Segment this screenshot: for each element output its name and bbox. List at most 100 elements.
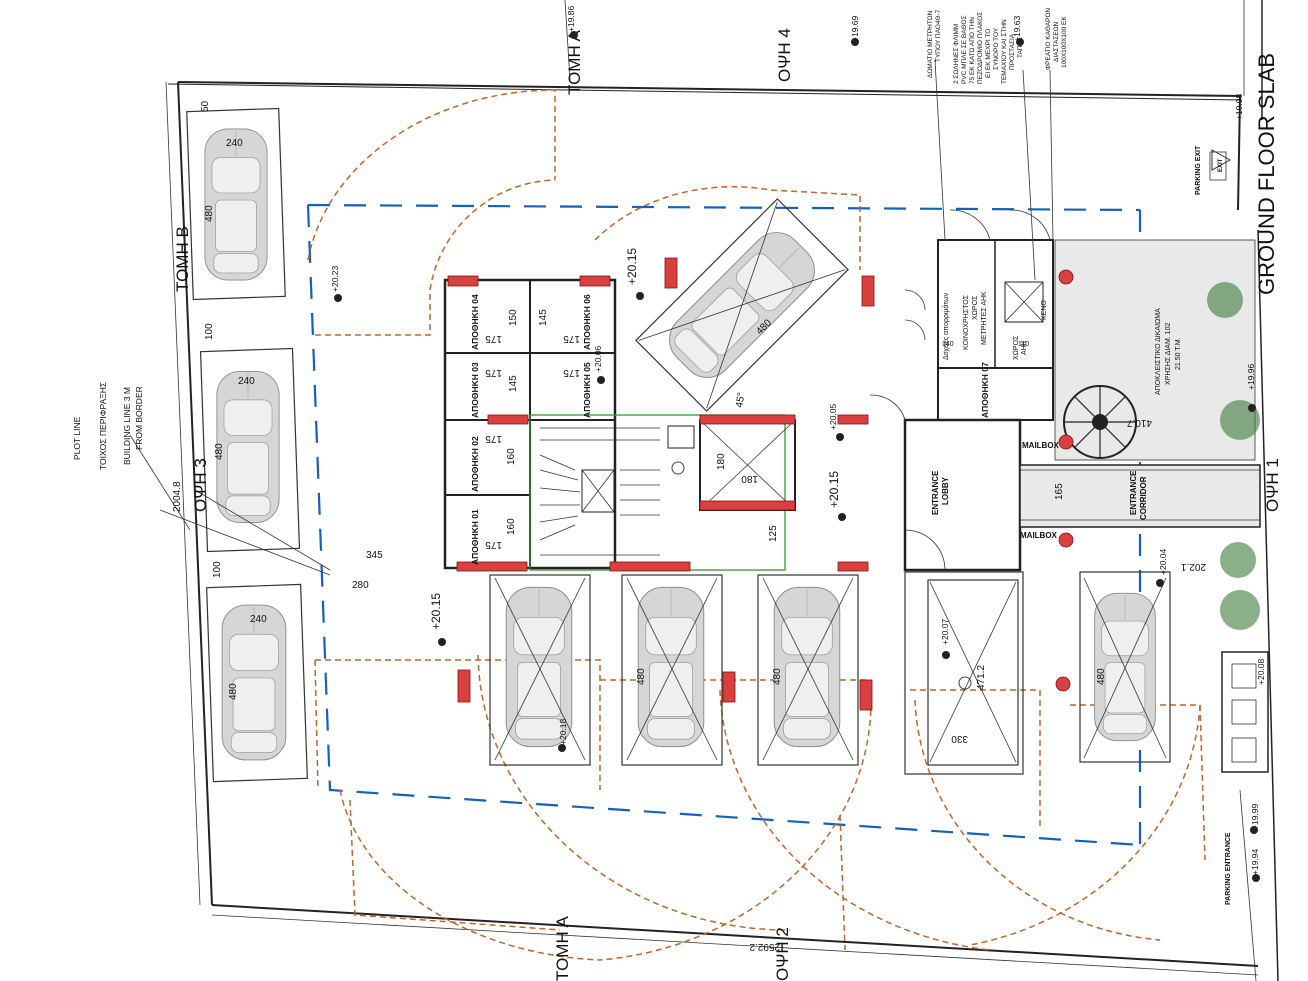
dim-2021: 202.1	[1181, 561, 1206, 572]
room-storage-03: ΑΠΟΘΗΚΗ 03	[470, 362, 480, 418]
room-storage-04: ΑΠΟΘΗΚΗ 04	[470, 294, 480, 350]
note-meter-room-1: ΔΩΜΑΤΙΟ ΜΕΤΡΗΤΩΝ	[927, 10, 934, 78]
dim-160a: 160	[506, 448, 517, 465]
note-pipes-8: ΠΡΟΣΤΑΣΙΑ	[1009, 33, 1016, 70]
elev-1986: +19.86	[566, 5, 576, 32]
elev-2015b: +20.15	[827, 471, 841, 508]
left-parking-bays	[186, 107, 308, 783]
dim-145a: 145	[538, 309, 549, 326]
section-label-opsh-1: ΟΨΗ 1	[1263, 458, 1282, 512]
room-entrance-lobby-2: LOBBY	[941, 476, 950, 505]
dim-100a: 100	[204, 323, 215, 340]
note-pipes-5: ΕΙ ΕΚ ΜΕΧΡΙ ΤΟ	[985, 29, 992, 78]
elev-2015a: +20.15	[625, 248, 639, 285]
room-storage-01: ΑΠΟΘΗΚΗ 01	[470, 509, 480, 565]
bottom-parking-bays	[489, 571, 1171, 775]
plot-boundary	[165, 0, 1279, 981]
room-common-2: ΧΩΡΟΣ	[972, 295, 979, 320]
section-label-ground-slab: GROUND FLOOR SLAB	[1254, 53, 1279, 295]
room-entrance-corridor-1: ENTRANCE	[1129, 470, 1138, 515]
legend-fence: ΤΟΙΧΟΣ ΠΕΡΙΦΡΑΞΗΣ	[98, 382, 108, 470]
dim-480e: 480	[636, 668, 647, 685]
dim-480a: 480	[204, 205, 215, 222]
elev-1996: +19.96	[1246, 363, 1256, 390]
mailbox-1: MAILBOX	[1022, 441, 1060, 450]
dim-280: 280	[352, 580, 369, 591]
elev-1998: +19.98	[1234, 93, 1244, 120]
room-keno: ΚΕΝΟ	[1041, 300, 1048, 320]
elev-2007: +20.07	[940, 618, 950, 645]
dim-480c: 480	[228, 683, 239, 700]
room-common-1: ΚΟΙΝΟΧΡΗΣΤΟΣ	[963, 294, 970, 350]
elev-1963: +19.63	[1012, 15, 1022, 42]
elev-2023: +20.23	[330, 265, 340, 292]
dim-150: 150	[508, 309, 519, 326]
elev-1994: +19.94	[1250, 848, 1260, 875]
dim-175c: 175	[485, 367, 502, 378]
dim-480b: 480	[214, 443, 225, 460]
angled-parking-bay	[635, 198, 849, 412]
dim-180b: 180	[741, 473, 758, 484]
note-manhole-3: 100Χ100Χ100 ΕΚ	[1061, 16, 1068, 68]
note-pipes-7: ΤΕΜΑΧΙΟΥ ΚΑΙ ΣΤΗΝ	[1001, 19, 1008, 84]
room-entrance-corridor-2: CORRIDOR	[1139, 476, 1148, 520]
note-pipes-2: PVC ΜΠΛΕ ΣΕ ΒΑΘΟΣ	[961, 15, 968, 84]
note-pipes-9: ΤΑΠΑΣ	[1017, 37, 1024, 58]
dim-175b: 175	[563, 333, 580, 344]
section-label-tomh-a-bottom: ΤΟΜΗ Α	[553, 915, 572, 981]
dim-480h: 480	[1096, 668, 1107, 685]
exit-sign: EXIT	[1218, 158, 1224, 172]
parking-exit-label: PARKING EXIT	[1195, 145, 1202, 195]
elevation-markers	[334, 31, 1260, 882]
dim-45: 45°	[734, 392, 747, 409]
room-bins: Δοχείες απορριμάτων	[942, 292, 950, 360]
entrance-block	[869, 209, 1261, 572]
section-label-opsh-2: ΟΨΗ 2	[773, 927, 792, 981]
room-aik-space-1: ΧΩΡΟΣ	[1013, 335, 1020, 360]
dim-175a: 175	[485, 333, 502, 344]
dim-2004: 2004.8	[172, 481, 183, 512]
dim-145b: 145	[508, 375, 519, 392]
dim-345: 345	[366, 550, 383, 561]
dim-100b: 100	[212, 561, 223, 578]
structural-columns	[447, 257, 1074, 711]
room-storage-06: ΑΠΟΘΗΚΗ 06	[582, 294, 592, 350]
note-manhole-1: ΦΡΕΑΤΙΟ ΚΑΘΑΡΩΝ	[1045, 8, 1052, 70]
dim-110: 110	[1018, 341, 1029, 348]
dim-25922: 2592.2	[749, 941, 780, 952]
dim-125: 125	[768, 525, 779, 542]
note-leaders	[129, 0, 1232, 576]
dim-240b: 240	[238, 376, 255, 387]
elev-2015c: +20.15	[429, 593, 443, 630]
section-label-tomh-b: ΤΟΜΗ Β	[173, 226, 192, 292]
legend-plot-line: PLOT LINE	[72, 416, 82, 460]
note-meter-room-2: ΤΥΠΟΥ ΠΑΟ4Θ-7	[935, 9, 942, 62]
dim-240c: 240	[250, 614, 267, 625]
dim-175e: 175	[485, 433, 502, 444]
parking-entrance-label: PARKING ENTRANCE	[1225, 832, 1232, 905]
elev-2004: +20.04	[1158, 548, 1168, 575]
note-manhole-2: ΔΙΑΣΤΑΣΕΩΝ	[1053, 21, 1060, 62]
dim-160b: 160	[506, 518, 517, 535]
dim-180a: 180	[716, 453, 727, 470]
elev-1999: +19.99	[1250, 803, 1260, 830]
elev-2006: +20.06	[593, 345, 603, 372]
dim-4107: 410.7	[1127, 417, 1152, 428]
dim-4712: 471.2	[976, 665, 987, 690]
note-pipes-6: ΣΥΝΟΡΟ ΤΟΥ	[993, 27, 1000, 70]
room-exclusive-1: ΑΠΟΚΛΕΙΣΤΙΚΟ ΔΙΚΑΙΩΜΑ	[1155, 308, 1162, 395]
room-storage-07: ΑΠΟΘΗΚΗ 07	[980, 362, 990, 418]
dim-50: 50	[200, 100, 211, 112]
mailbox-2: MAILBOX	[1020, 531, 1058, 540]
room-storage-02: ΑΠΟΘΗΚΗ 02	[470, 436, 480, 492]
dim-175d: 175	[563, 367, 580, 378]
section-label-opsh-4: ΟΨΗ 4	[775, 28, 794, 82]
room-common-3: ΜΕΤΡΗΤΕΣ ΑΗΚ	[981, 291, 988, 345]
dim-330: 330	[951, 733, 968, 744]
elev-2005: +20.05	[828, 403, 838, 430]
section-label-opsh-3: ΟΨΗ 3	[191, 458, 210, 512]
note-pipes-1: 2 ΣΩΛΗΝΕΣ ΦΛΙΜΜ	[953, 24, 960, 84]
elev-2018: +20.18	[558, 718, 568, 745]
dim-240a: 240	[226, 138, 243, 149]
